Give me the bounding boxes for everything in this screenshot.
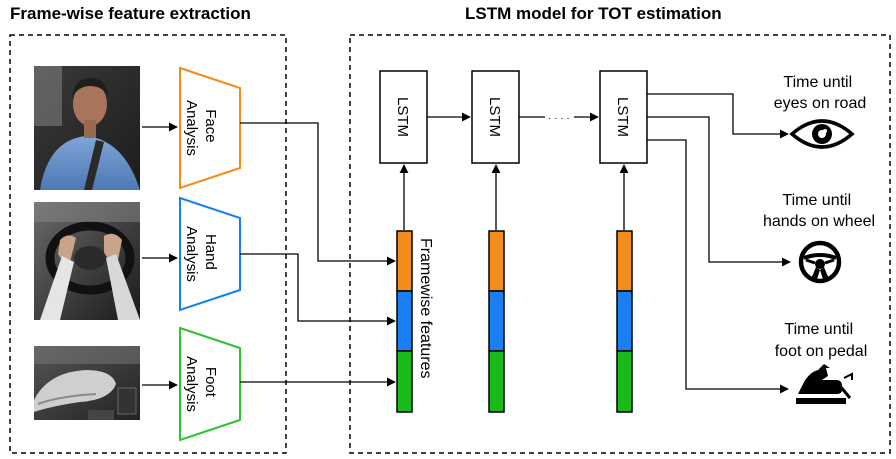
svg-text:Hand Analysis: Hand Analysis bbox=[183, 226, 219, 282]
right-section-title: LSTM model for TOT estimation bbox=[465, 4, 722, 23]
face-analysis-label-2: Analysis bbox=[183, 100, 200, 156]
eyes-output-line2: eyes on road bbox=[774, 95, 867, 112]
hand-analysis-label-1: Hand bbox=[202, 234, 219, 270]
lstm-ellipsis: · · · · bbox=[548, 113, 570, 124]
lstm-cell-3-label: LSTM bbox=[614, 97, 631, 137]
foot-output-line2: foot on pedal bbox=[775, 343, 868, 360]
lstm-cell-2: LSTM bbox=[471, 70, 520, 164]
hand-feature-connector bbox=[240, 253, 396, 326]
feature-vector-2 bbox=[488, 230, 505, 413]
feature-vector-1 bbox=[396, 230, 413, 413]
lstm-cell-3: LSTM bbox=[599, 70, 648, 164]
foot-output-line1: Time until bbox=[784, 321, 853, 338]
eyes-output-line1: Time until bbox=[783, 74, 852, 91]
lstm-model-panel bbox=[349, 34, 891, 454]
steering-wheel-hands-photo bbox=[34, 202, 140, 320]
hands-output-line2: hands on wheel bbox=[763, 213, 875, 230]
framewise-features-label: Framewise features bbox=[417, 238, 434, 379]
lstm-cell-1-label: LSTM bbox=[394, 97, 411, 137]
steering-wheel-icon bbox=[798, 240, 842, 284]
feature-extraction-panel bbox=[9, 34, 287, 454]
hands-output-line1: Time until bbox=[782, 192, 851, 209]
hand-analysis-label-2: Analysis bbox=[183, 226, 200, 282]
left-section-title: Frame-wise feature extraction bbox=[10, 4, 251, 23]
lstm-cell-1: LSTM bbox=[379, 70, 428, 164]
foot-analysis-label-1: Foot bbox=[202, 367, 219, 398]
svg-text:Foot Analysis: Foot Analysis bbox=[183, 356, 219, 412]
driver-face-photo bbox=[34, 66, 140, 190]
hands-output-label: Time until hands on wheel bbox=[763, 192, 875, 230]
hands-output-connector bbox=[647, 116, 791, 267]
face-analysis-label-1: Face bbox=[202, 109, 219, 142]
foot-pedal-photo bbox=[34, 346, 140, 420]
eyes-output-label: Time until eyes on road bbox=[774, 74, 867, 112]
eye-icon bbox=[789, 119, 855, 149]
svg-text:Face Analysis: Face Analysis bbox=[183, 100, 219, 156]
face-analysis-block: Face Analysis bbox=[179, 66, 241, 190]
hand-analysis-block: Hand Analysis bbox=[179, 196, 241, 312]
eyes-output-connector bbox=[647, 93, 789, 139]
foot-output-label: Time until foot on pedal bbox=[775, 321, 868, 360]
foot-analysis-label-2: Analysis bbox=[183, 356, 200, 412]
lstm-cell-2-label: LSTM bbox=[486, 97, 503, 137]
foot-analysis-block: Foot Analysis bbox=[179, 326, 241, 442]
feature-vector-3 bbox=[616, 230, 633, 413]
foot-pedal-icon bbox=[796, 364, 853, 404]
foot-output-connector bbox=[647, 139, 789, 394]
face-feature-connector bbox=[240, 122, 396, 266]
